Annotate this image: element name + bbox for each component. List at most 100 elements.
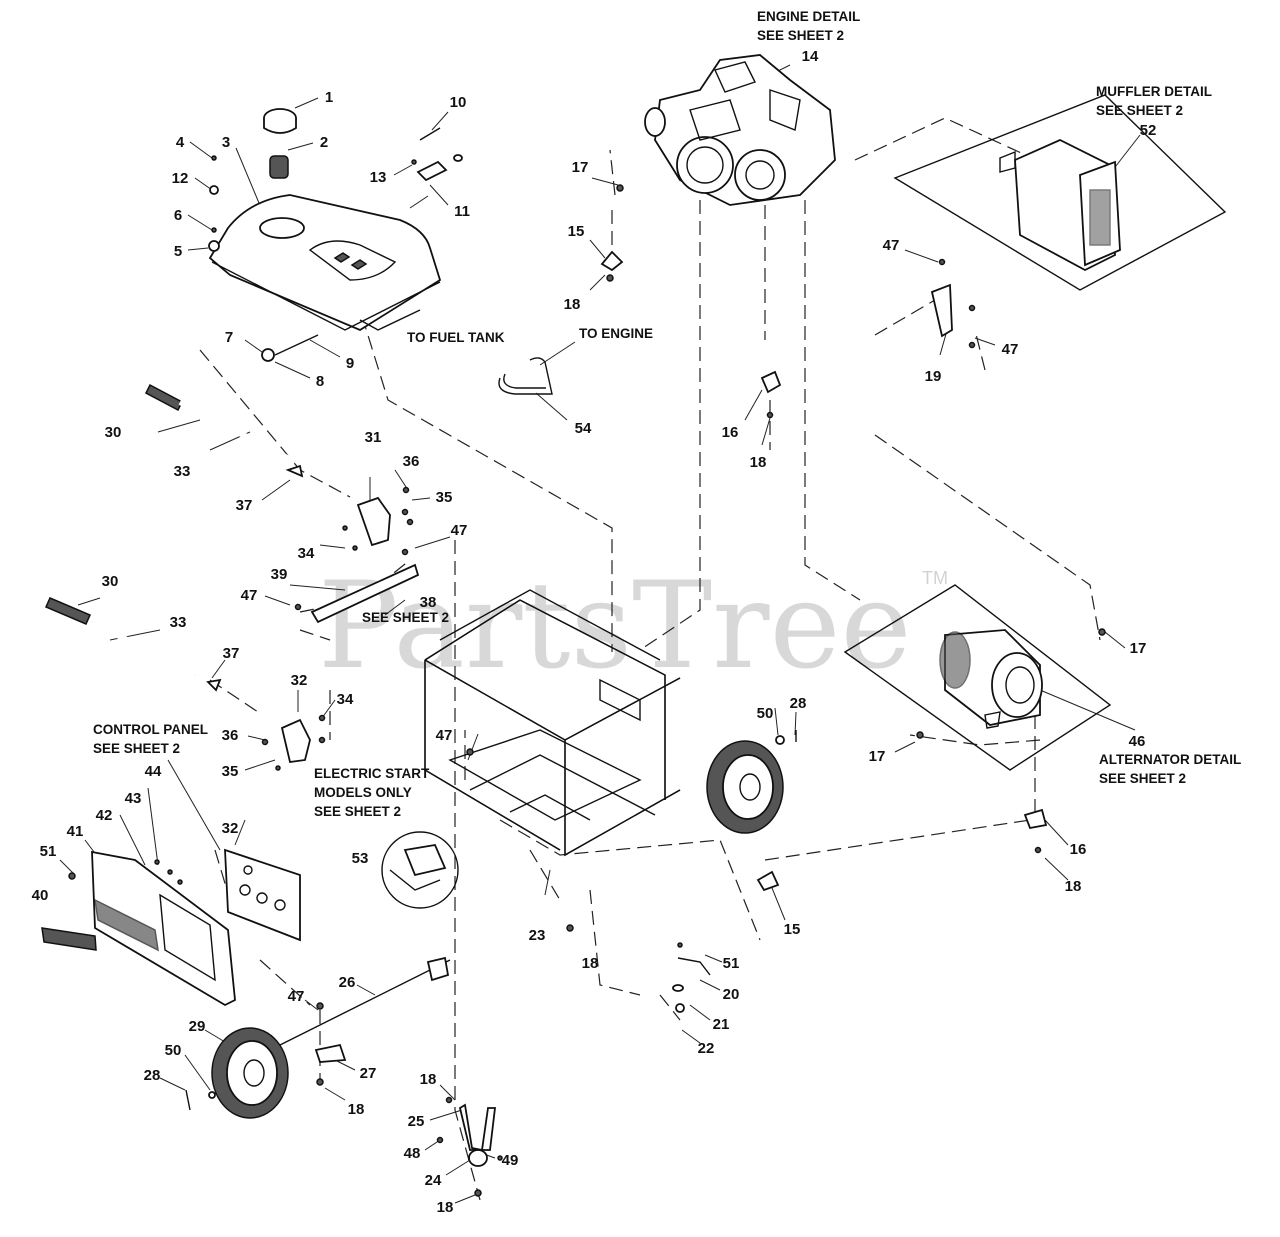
callout-18: 18 xyxy=(1065,878,1082,895)
callout-47: 47 xyxy=(436,727,453,744)
handle-bracket-31 xyxy=(342,486,414,551)
watermark: PartsTree xyxy=(318,557,912,696)
callout-35: 35 xyxy=(222,763,239,780)
fuel-shutoff-parts xyxy=(261,334,319,362)
callout-52: 52 xyxy=(1140,122,1157,139)
badge-part xyxy=(41,927,97,951)
callout-32: 32 xyxy=(222,820,239,837)
fuel-valve-parts xyxy=(411,127,463,182)
alternator-detail-plane xyxy=(843,584,1112,771)
callout-47: 47 xyxy=(883,237,900,254)
callout-1: 1 xyxy=(325,89,333,106)
fuel-cap-part xyxy=(263,108,297,134)
callout-31: 31 xyxy=(365,429,382,446)
callout-47: 47 xyxy=(1002,341,1019,358)
callout-3: 3 xyxy=(222,134,230,151)
control-panel-sheet: SEE SHEET 2 xyxy=(93,741,180,756)
callout-47: 47 xyxy=(451,522,468,539)
callout-2: 2 xyxy=(320,134,328,151)
callout-16: 16 xyxy=(722,424,739,441)
callout-40: 40 xyxy=(32,887,49,904)
callout-41: 41 xyxy=(67,823,84,840)
callout-21: 21 xyxy=(713,1016,730,1033)
alternator-part xyxy=(939,629,1043,729)
see-sheet-38-label: SEE SHEET 2 xyxy=(362,610,449,625)
callout-46: 46 xyxy=(1129,733,1146,750)
callout-48: 48 xyxy=(404,1145,421,1162)
handle-clips xyxy=(206,464,304,692)
callout-14: 14 xyxy=(802,48,819,65)
callout-38: 38 xyxy=(420,594,437,611)
callout-18: 18 xyxy=(750,454,767,471)
assembly-dash-lines xyxy=(199,117,1101,1201)
callout-24: 24 xyxy=(425,1172,442,1189)
callout-25: 25 xyxy=(408,1113,425,1130)
callout-17: 17 xyxy=(1130,640,1147,657)
callout-34: 34 xyxy=(337,691,354,708)
handle-bracket-32 xyxy=(261,714,326,771)
callout-28: 28 xyxy=(144,1067,161,1084)
callout-22: 22 xyxy=(698,1040,715,1057)
support-bar-part xyxy=(294,548,420,624)
muffler-part xyxy=(999,139,1121,272)
callout-34: 34 xyxy=(298,545,315,562)
callout-30: 30 xyxy=(102,573,119,590)
callout-37: 37 xyxy=(236,497,253,514)
callout-37: 37 xyxy=(223,645,240,662)
callout-27: 27 xyxy=(360,1065,377,1082)
alternator-detail-sheet: SEE SHEET 2 xyxy=(1099,771,1186,786)
engine-detail-label: ENGINE DETAIL xyxy=(757,9,860,24)
muffler-detail-plane xyxy=(893,94,1227,291)
fuel-tank-part xyxy=(208,194,442,332)
muffler-detail-sheet: SEE SHEET 2 xyxy=(1096,103,1183,118)
mount-bracket-right xyxy=(756,870,780,892)
callout-32: 32 xyxy=(291,672,308,689)
muffler-detail-label: MUFFLER DETAIL xyxy=(1096,84,1212,99)
callout-20: 20 xyxy=(723,986,740,1003)
callout-36: 36 xyxy=(403,453,420,470)
callout-29: 29 xyxy=(189,1018,206,1035)
wheel-left-part xyxy=(185,1027,289,1119)
frame-part xyxy=(424,589,681,857)
callout-18: 18 xyxy=(582,955,599,972)
callout-47: 47 xyxy=(241,587,258,604)
callout-33: 33 xyxy=(170,614,187,631)
control-panel-label: CONTROL PANEL xyxy=(93,722,208,737)
engine-mount-hardware xyxy=(600,184,782,419)
callout-43: 43 xyxy=(125,790,142,807)
callout-35: 35 xyxy=(436,489,453,506)
part-callouts: 1 2 3 4 12 6 5 10 13 11 7 8 9 14 17 15 1… xyxy=(32,48,1157,1216)
callout-11: 11 xyxy=(454,203,470,220)
callout-49: 49 xyxy=(502,1152,519,1169)
callout-50: 50 xyxy=(165,1042,182,1059)
ground-hardware xyxy=(566,924,711,1013)
watermark-tm: TM xyxy=(922,568,948,588)
callout-12: 12 xyxy=(172,170,189,187)
muffler-bracket-part xyxy=(930,258,976,349)
to-engine-label: TO ENGINE xyxy=(579,326,653,341)
callout-54: 54 xyxy=(575,420,592,437)
callout-51: 51 xyxy=(723,955,740,972)
callout-51: 51 xyxy=(40,843,57,860)
callout-15: 15 xyxy=(784,921,801,938)
electric-start-part xyxy=(381,831,459,909)
callout-4: 4 xyxy=(176,134,185,151)
callout-18: 18 xyxy=(420,1071,437,1088)
callout-18: 18 xyxy=(348,1101,365,1118)
callout-6: 6 xyxy=(174,207,182,224)
callout-17: 17 xyxy=(869,748,886,765)
callout-5: 5 xyxy=(174,243,182,260)
callout-9: 9 xyxy=(346,355,354,372)
electric-start-sheet: SEE SHEET 2 xyxy=(314,804,401,819)
axle-part xyxy=(279,956,451,1086)
callout-47: 47 xyxy=(288,988,305,1005)
callout-26: 26 xyxy=(339,974,356,991)
handle-lower xyxy=(45,597,197,678)
to-fuel-tank-label: TO FUEL TANK xyxy=(407,330,505,345)
fuel-strainer-part xyxy=(269,155,289,179)
callout-18: 18 xyxy=(564,296,581,313)
callout-53: 53 xyxy=(352,850,369,867)
callout-7: 7 xyxy=(225,329,233,346)
alternator-hardware xyxy=(916,628,1106,854)
